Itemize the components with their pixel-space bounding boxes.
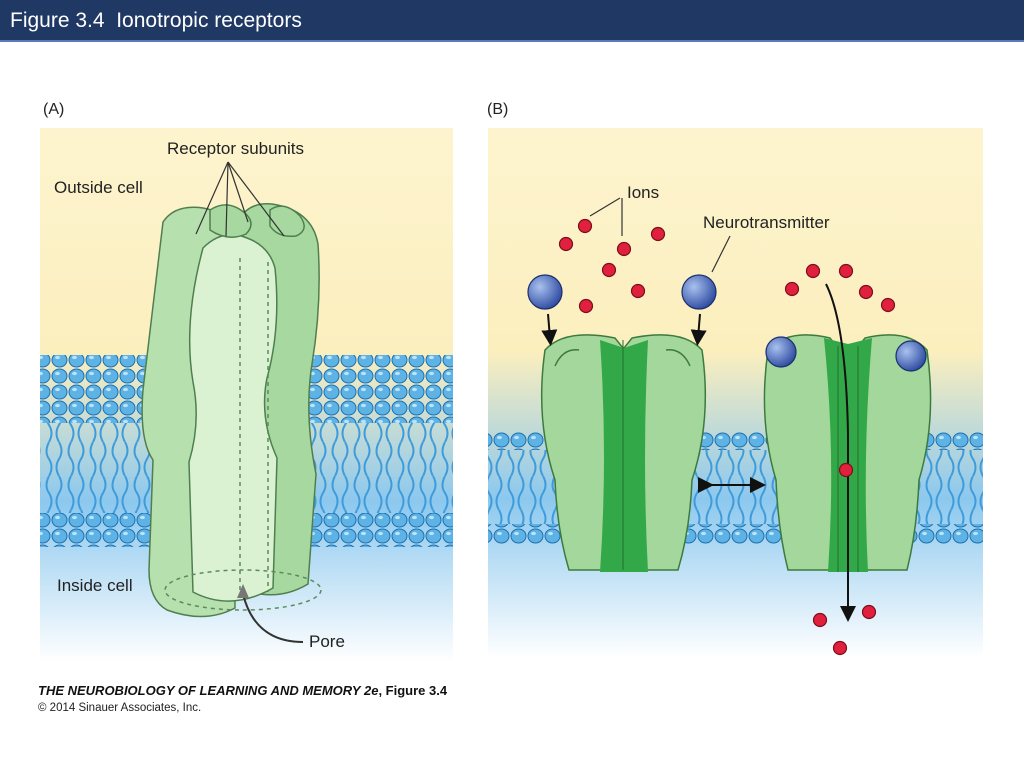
closed-receptor [540, 334, 707, 572]
pore-arrow-icon [237, 584, 249, 598]
ion-7 [578, 298, 594, 314]
panel-a-label: (A) [43, 101, 65, 118]
panel-b-label: (B) [487, 101, 509, 118]
ion-layer [558, 218, 896, 656]
receptor-subunits-pointer-lines [195, 161, 285, 237]
neurotransmitter-molecule-2 [681, 274, 717, 310]
ion-flow-arrow [825, 283, 856, 622]
ion-5 [601, 262, 617, 278]
open-receptor [763, 334, 932, 572]
book-credit: THE NEUROBIOLOGY OF LEARNING AND MEMORY … [38, 683, 447, 698]
neurotransmitter-layer [527, 274, 927, 372]
neurotransmitter-label: Neurotransmitter [703, 213, 830, 232]
ion-2 [558, 236, 574, 252]
ion-15 [861, 604, 877, 620]
book-title: THE NEUROBIOLOGY OF LEARNING AND MEMORY … [38, 683, 379, 698]
ion-11 [858, 284, 874, 300]
title-bar: Figure 3.4 Ionotropic receptors [0, 0, 1024, 42]
ion-4 [650, 226, 666, 242]
ion-8 [805, 263, 821, 279]
figure-number: , Figure 3.4 [378, 683, 448, 698]
ion-3 [616, 241, 632, 257]
receptor-channel-a [141, 203, 322, 618]
copyright-text: © 2014 Sinauer Associates, Inc. [38, 702, 202, 714]
neurotransmitter-molecule-1 [527, 274, 563, 310]
ions-pointer-lines [589, 197, 623, 236]
ion-1 [577, 218, 593, 234]
panel-b [488, 128, 983, 658]
ion-13 [838, 462, 854, 478]
neurotransmitter-molecule-3 [765, 336, 797, 368]
ion-9 [838, 263, 854, 279]
neurotransmitter-molecule-4 [895, 340, 927, 372]
binding-arrow-left [541, 313, 558, 346]
pore-pointer-line [242, 593, 304, 643]
ion-16 [832, 640, 848, 656]
binding-arrow-right [690, 313, 707, 346]
ions-label: Ions [627, 183, 660, 202]
ion-6 [630, 283, 646, 299]
outside-cell-label: Outside cell [54, 178, 143, 197]
panel-a [40, 128, 453, 662]
neurotransmitter-pointer-line [711, 235, 731, 273]
ion-14 [812, 612, 828, 628]
receptor-subunits-label: Receptor subunits [167, 139, 305, 158]
pore-label: Pore [309, 632, 345, 651]
slide-title: Figure 3.4 Ionotropic receptors [10, 9, 302, 32]
ion-12 [880, 297, 896, 313]
inside-cell-label: Inside cell [57, 576, 133, 595]
ion-10 [784, 281, 800, 297]
